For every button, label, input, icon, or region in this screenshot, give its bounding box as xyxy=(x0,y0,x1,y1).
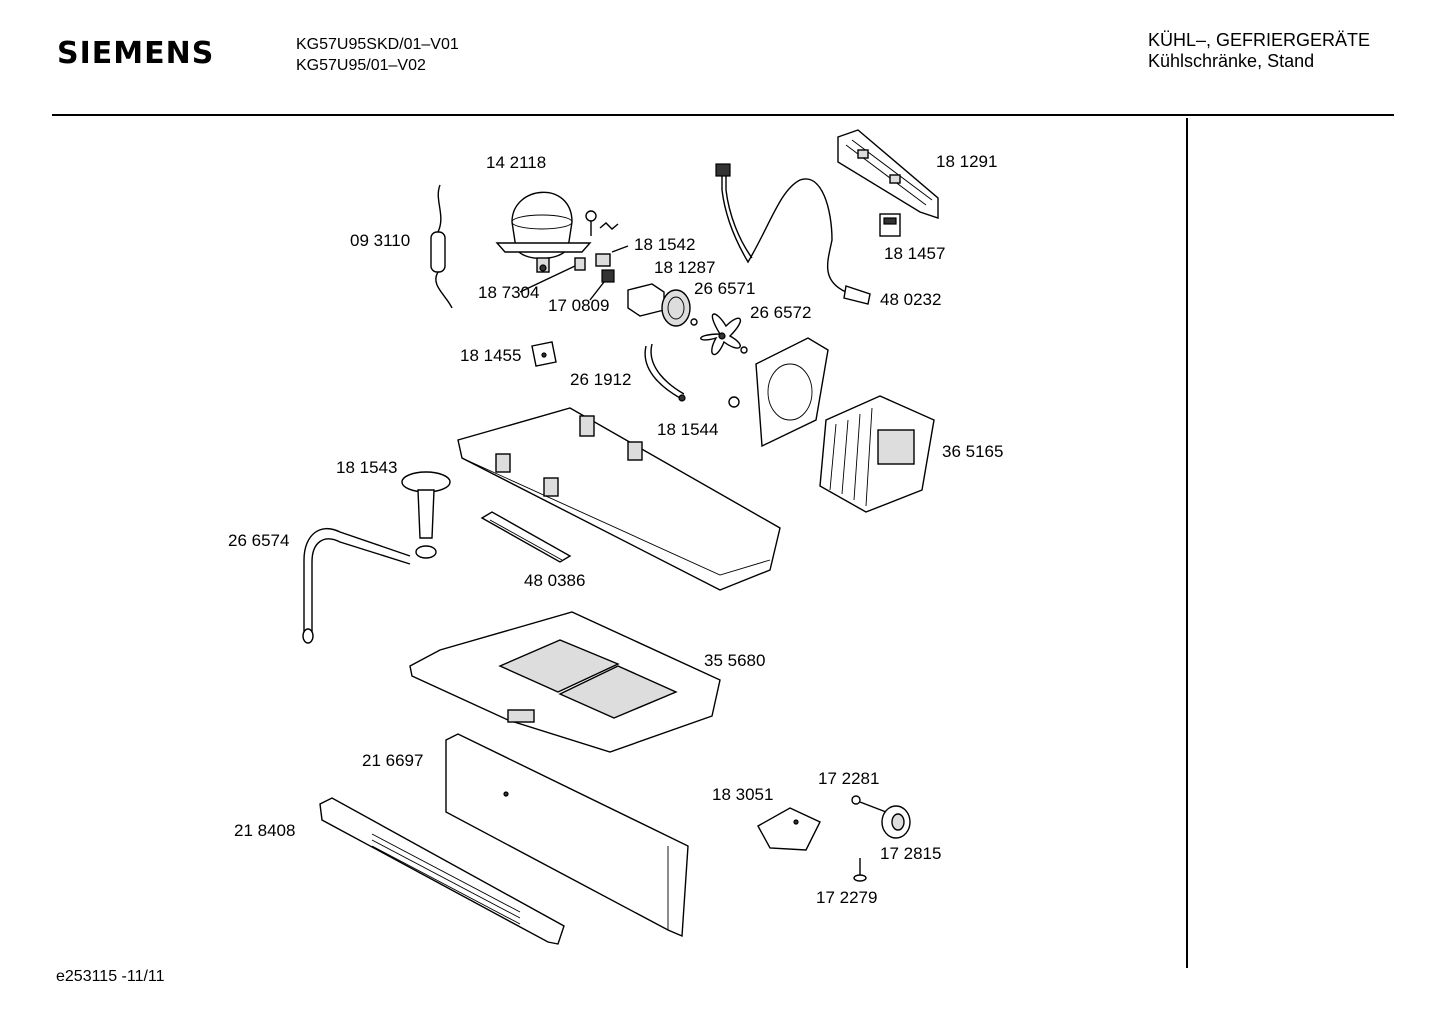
label-181544: 18 1544 xyxy=(657,420,718,439)
part-181542[interactable] xyxy=(595,245,629,267)
part-fan-blade-266572[interactable] xyxy=(700,313,748,355)
part-clamp-261912[interactable] xyxy=(644,343,686,402)
label-480232: 48 0232 xyxy=(880,290,941,309)
label-181543: 18 1543 xyxy=(336,458,397,477)
part-rail-480386[interactable] xyxy=(480,511,572,563)
header-divider xyxy=(52,114,1394,116)
label-216697: 21 6697 xyxy=(362,751,423,770)
drawing-id: e253115 -11/11 xyxy=(56,968,165,985)
label-187304: 18 7304 xyxy=(478,283,539,302)
label-266572: 26 6572 xyxy=(750,303,811,322)
part-screw-small[interactable] xyxy=(585,210,619,236)
label-218408: 21 8408 xyxy=(234,821,295,840)
part-bolt-172281[interactable] xyxy=(851,795,887,813)
part-kickplate-218408[interactable] xyxy=(319,797,565,945)
brand-logo: SIEMENS xyxy=(57,36,215,71)
label-365165: 36 5165 xyxy=(942,442,1003,461)
part-roller-172815[interactable] xyxy=(881,805,911,839)
part-compressor-142118[interactable] xyxy=(495,191,592,273)
part-relay-181455[interactable] xyxy=(531,341,557,367)
category-subtitle: Kühlschränke, Stand xyxy=(1148,51,1315,71)
label-480386: 48 0386 xyxy=(524,571,585,590)
part-drier-093110[interactable] xyxy=(430,184,453,309)
part-relay-170809[interactable] xyxy=(589,269,615,301)
label-181287: 18 1287 xyxy=(654,258,715,277)
label-170809: 17 0809 xyxy=(548,296,609,315)
model-number-1: KG57U95SKD/01–V01 xyxy=(296,36,459,53)
part-fan-motor-181287[interactable] xyxy=(627,283,698,327)
label-266571: 26 6571 xyxy=(694,279,755,298)
label-266574: 26 6574 xyxy=(228,531,289,550)
part-foot-172279[interactable] xyxy=(853,858,867,882)
part-housing-181291[interactable] xyxy=(837,129,939,219)
label-172815: 17 2815 xyxy=(880,844,941,863)
part-cover-plate[interactable] xyxy=(457,407,781,591)
right-margin-divider xyxy=(1186,118,1188,968)
label-142118: 14 2118 xyxy=(486,153,546,172)
part-evaporator-365165[interactable] xyxy=(819,395,935,513)
label-181542: 18 1542 xyxy=(634,235,695,254)
part-drain-pipe-266574[interactable] xyxy=(302,527,437,644)
label-261912: 26 1912 xyxy=(570,370,631,389)
part-grommet-187304[interactable] xyxy=(519,257,586,293)
label-355680: 35 5680 xyxy=(704,651,765,670)
label-181457: 18 1457 xyxy=(884,244,945,263)
part-fan-shroud[interactable] xyxy=(755,337,829,448)
part-front-panel-216697[interactable] xyxy=(445,733,689,938)
part-switch-181457[interactable] xyxy=(879,213,901,237)
category-title: KÜHL–, GEFRIERGERÄTE xyxy=(1148,30,1371,50)
part-power-cord-480232[interactable] xyxy=(715,163,871,305)
label-181291: 18 1291 xyxy=(936,152,997,171)
model-number-2: KG57U95/01–V02 xyxy=(296,57,426,74)
part-drain-funnel-181543[interactable] xyxy=(401,471,451,539)
part-drip-tray-355680[interactable] xyxy=(409,611,721,753)
label-172281: 17 2281 xyxy=(818,769,879,788)
part-nut-181544[interactable] xyxy=(728,396,740,408)
label-181455: 18 1455 xyxy=(460,346,521,365)
label-172279: 17 2279 xyxy=(816,888,877,907)
part-bracket-183051[interactable] xyxy=(757,807,821,851)
label-183051: 18 3051 xyxy=(712,785,773,804)
label-093110: 09 3110 xyxy=(350,231,410,250)
